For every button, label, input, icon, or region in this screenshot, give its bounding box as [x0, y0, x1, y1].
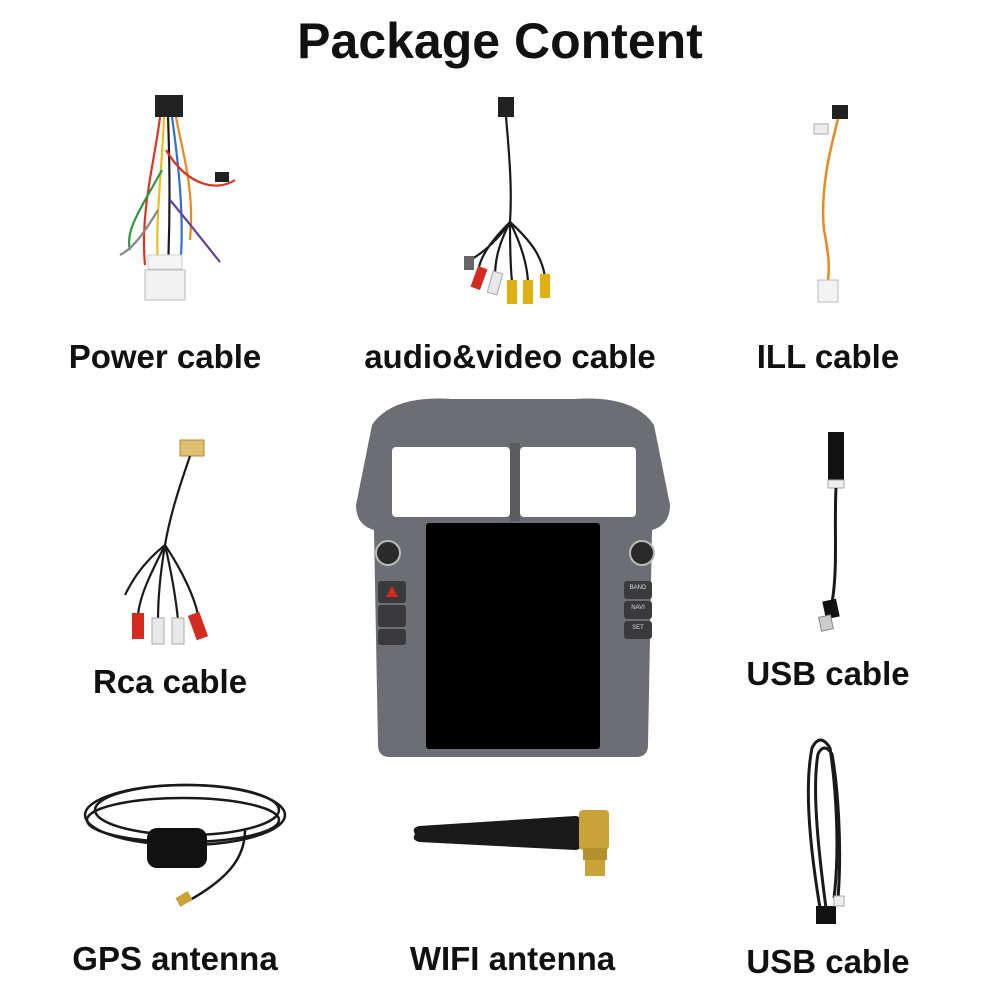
usb-cable-label-2: USB cable [746, 943, 910, 980]
set-button-label: SET [632, 625, 644, 631]
band-button-label: BAND [629, 585, 647, 591]
navi-button-label: NAVI [631, 605, 645, 611]
power-cable-image [100, 90, 240, 310]
power-cable-label: Power cable [68, 338, 262, 375]
ill-cable-label: ILL cable [756, 338, 900, 375]
rca-cable-image [110, 435, 220, 655]
gps-antenna-image [75, 770, 290, 915]
usb-cable-label-1: USB cable [746, 655, 910, 692]
ill-cable-image [800, 100, 860, 310]
gps-antenna-label: GPS antenna [72, 940, 278, 977]
page-title: Package Content [297, 13, 703, 69]
wifi-antenna-label: WIFI antenna [409, 940, 616, 977]
usb-cable-image [806, 428, 856, 638]
head-unit-image [352, 395, 674, 760]
audio-video-cable-label: audio&video cable [364, 338, 656, 375]
wifi-antenna-image [405, 800, 620, 880]
audio-video-cable-image [450, 92, 570, 317]
usb-extension-cable-image [790, 728, 865, 928]
rca-cable-label: Rca cable [92, 663, 248, 700]
